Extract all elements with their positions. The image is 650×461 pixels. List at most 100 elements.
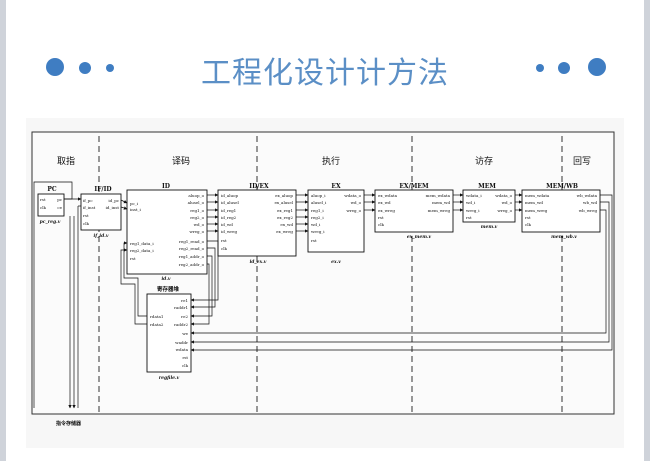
port-label: raddr2: [174, 322, 188, 327]
port-label: id_inst: [106, 205, 120, 210]
decorative-dot-icon: [588, 58, 606, 76]
port-label: reg2_i: [311, 215, 324, 220]
slide: 工程化设计计方法 取指 译码 执行 访存: [6, 0, 644, 461]
port-label: ex_wd: [280, 222, 293, 227]
module-name: IF/ID: [94, 186, 111, 193]
module-name: 寄存器堆: [157, 285, 180, 293]
port-label: id_wd: [221, 222, 233, 227]
port-label: aluop_i: [311, 193, 326, 198]
port-label: wdata_i: [466, 193, 482, 198]
module-mem: MEM wdata_i wd_i wreg_i rst wdata_o wd_o…: [462, 183, 516, 230]
port-label: wb_wdata: [577, 193, 598, 198]
module-file: regfile.v: [159, 375, 180, 381]
port-label: reg1_i: [311, 208, 324, 213]
port-label: wd_o: [351, 200, 362, 205]
stage-label: 回写: [573, 156, 591, 167]
decorative-dot-icon: [558, 62, 570, 74]
port-label: reg1_addr_o: [179, 254, 205, 259]
port-label: wdata_o: [495, 193, 512, 198]
port-label: wreg_o: [497, 208, 512, 213]
module-file: mem.v: [481, 225, 498, 230]
port-label: wdata: [176, 347, 189, 352]
port-label: wdata_o: [344, 193, 361, 198]
module-file: id_ex.v: [250, 259, 267, 265]
module-ex-mem: EX/MEM ex_wdata ex_wd ex_wreg rst clk me…: [374, 183, 454, 240]
port-label: id_wreg: [221, 229, 238, 234]
port-label: inst_i: [130, 207, 142, 212]
port-label: wreg_o: [346, 208, 361, 213]
wires: [33, 181, 613, 409]
port-label: reg2_o: [190, 215, 204, 220]
port-label: mem_wd: [432, 200, 450, 205]
port-label: if_inst: [83, 205, 96, 210]
port-label: wreg_i: [466, 208, 480, 213]
port-label: ex_alusel: [274, 200, 293, 205]
pipeline-figure: 取指 译码 执行 访存 回写 PC rst clk pc ce pc_reg.v…: [26, 118, 624, 448]
module-file: ex.v: [331, 260, 341, 265]
decorative-dot-icon: [536, 64, 544, 72]
module-file: pc_reg.v: [40, 220, 61, 225]
module-name: ID/EX: [249, 183, 269, 190]
port-label: wd_o: [194, 222, 205, 227]
port-label: re1: [181, 298, 188, 303]
port-label: wd_o: [502, 200, 513, 205]
module-if-id: IF/ID if_pc if_inst rst clk id_pc id_ins…: [80, 186, 122, 239]
module-mem-wb: MEM/WB mem_wdata mem_wd mem_wreg rst clk…: [521, 183, 601, 240]
port-label: ex_aluop: [275, 193, 293, 198]
port-label: rst: [130, 256, 136, 261]
port-label: mem_wreg: [428, 208, 451, 213]
port-label: mem_wdata: [525, 193, 550, 198]
port-label: clk: [221, 246, 228, 251]
port-label: pc: [57, 197, 63, 202]
port-label: ex_wdata: [378, 193, 398, 198]
module-id: ID pc_i inst_i reg1_data_i reg2_data_i r…: [126, 183, 208, 282]
port-label: rst: [525, 215, 531, 220]
decorative-dot-icon: [46, 58, 64, 76]
port-label: rst: [221, 238, 227, 243]
port-label: re2: [181, 314, 188, 319]
port-label: if_pc: [83, 198, 93, 203]
port-label: raddr1: [174, 305, 188, 310]
port-label: ex_reg2: [277, 215, 293, 220]
port-label: we: [182, 331, 188, 336]
module-file: id.v: [161, 276, 170, 282]
port-label: clk: [378, 222, 385, 227]
port-label: ex_wreg: [378, 208, 395, 213]
port-label: reg1_data_i: [130, 241, 154, 246]
decorative-dot-icon: [106, 64, 114, 72]
port-label: wreg_i: [311, 229, 325, 234]
stage-dividers: [98, 136, 563, 414]
module-name: MEM: [478, 183, 496, 190]
port-label: mem_wreg: [525, 208, 548, 213]
instruction-memory-label: 指令存储器: [56, 420, 82, 427]
port-label: alusel_i: [311, 200, 327, 205]
port-label: clk: [525, 222, 532, 227]
port-label: rdata1: [150, 314, 163, 319]
port-label: reg1_o: [190, 208, 204, 213]
port-label: ex_wreg: [276, 229, 293, 234]
port-label: rst: [311, 238, 317, 243]
port-label: clk: [40, 205, 47, 210]
module-file: if_id.v: [94, 233, 109, 239]
port-label: reg2_read_o: [179, 246, 205, 251]
module-name: PC: [47, 186, 57, 193]
module-name: EX: [331, 183, 341, 190]
stage-label: 访存: [475, 155, 493, 167]
port-label: wb_wreg: [579, 208, 598, 213]
module-file: mem_wb.v: [551, 234, 577, 240]
module-file: ex_mem.v: [407, 235, 432, 240]
port-label: id_pc: [108, 198, 119, 203]
port-label: wd_i: [466, 200, 476, 205]
port-label: wd_i: [311, 222, 321, 227]
port-label: id_alusel: [221, 200, 240, 205]
port-label: mem_wdata: [426, 193, 451, 198]
port-label: rst: [83, 213, 89, 218]
module-pc: PC rst clk pc ce pc_reg.v: [37, 186, 65, 225]
port-label: alusel_o: [188, 200, 205, 205]
port-label: rst: [182, 355, 188, 360]
module-regfile: 寄存器堆 rdata1 rdata2 re1 raddr1 re2 raddr2…: [146, 285, 192, 381]
module-name: EX/MEM: [399, 183, 429, 190]
module-ex: EX aluop_i alusel_i reg1_i reg2_i wd_i w…: [307, 183, 365, 265]
module-name: MEM/WB: [546, 183, 578, 190]
port-label: rst: [466, 215, 472, 220]
